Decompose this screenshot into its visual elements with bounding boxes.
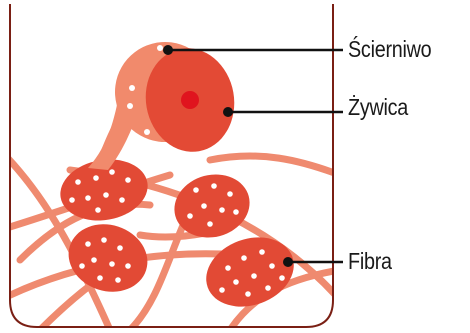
resin-label: Żywica [348, 94, 408, 121]
abrasive-label: Ścierniwo [348, 36, 431, 63]
fiber-strand [210, 156, 340, 175]
fiber-leader-dot [283, 257, 293, 267]
fiber-bundle [60, 214, 156, 301]
fiber-label: Fibra [348, 248, 392, 275]
abrasive-leader-dot [163, 45, 173, 55]
abrasive-core [181, 91, 199, 109]
resin-leader-dot [223, 107, 233, 117]
fiber-bundle [196, 226, 303, 319]
